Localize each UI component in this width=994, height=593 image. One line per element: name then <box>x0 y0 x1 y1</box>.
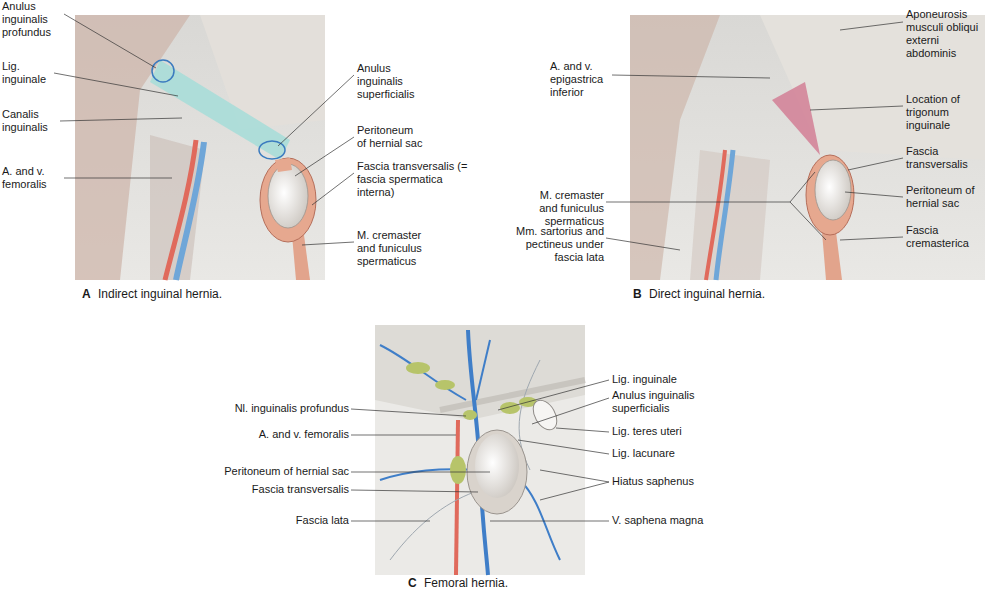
anatomy-label: Anulus inguinalis profundus <box>2 0 64 39</box>
panel-letter: A <box>82 288 96 301</box>
anatomy-label: A. and v. femoralis <box>2 165 64 191</box>
leader-lines <box>54 14 903 521</box>
panel-caption: Direct inguinal hernia. <box>649 288 849 301</box>
panel-caption: Femoral hernia. <box>424 577 624 590</box>
panel-a <box>75 15 325 280</box>
anatomy-label: Nl. inguinalis profundus <box>209 402 349 415</box>
anatomy-label: Lig. teres uteri <box>612 425 732 438</box>
anatomy-label: Mm. sartorius and pectineus under fascia… <box>500 225 604 264</box>
anatomy-label: Peritoneum of hernial sac <box>906 184 982 210</box>
anatomy-label: Lig. inguinale <box>612 373 732 386</box>
anatomy-label: Fascia transversalis <box>209 483 349 496</box>
panel-caption: Indirect inguinal hernia. <box>98 288 298 301</box>
panel-c <box>375 325 585 575</box>
anatomy-label: Hiatus saphenus <box>612 475 732 488</box>
anatomy-label: Anulus inguinalis superficialis <box>357 62 433 101</box>
anatomy-label: A. and v. epigastrica inferior <box>550 60 612 99</box>
anatomy-label: Location of trigonum inguinale <box>906 93 980 132</box>
anatomy-label: Lig. inguinale <box>2 60 54 86</box>
anatomy-label: Anulus inguinalis superficialis <box>612 389 732 415</box>
anatomy-label: Aponeurosis musculi obliqui externi abdo… <box>906 8 990 60</box>
panel-letter: C <box>408 577 422 590</box>
anatomy-label: Fascia lata <box>209 514 349 527</box>
anatomy-label: M. cremaster and funiculus spermaticus <box>357 229 431 268</box>
anatomy-label: Peritoneum of hernial sac <box>204 465 349 478</box>
anatomy-label: M. cremaster and funiculus spermaticus <box>522 189 604 228</box>
anatomy-label: Peritoneum of hernial sac <box>357 124 425 150</box>
anatomy-label: Fascia transversalis <box>906 145 982 171</box>
anatomy-label: Fascia cremasterica <box>906 224 982 250</box>
anatomy-label: V. saphena magna <box>612 514 732 527</box>
anatomy-label: Fascia transversalis (= fascia spermatic… <box>357 160 477 199</box>
anatomy-label: Canalis inguinalis <box>2 108 60 134</box>
anatomy-label: A. and v. femoralis <box>209 428 349 441</box>
anatomy-label: Lig. lacunare <box>612 447 732 460</box>
panel-letter: B <box>633 288 647 301</box>
